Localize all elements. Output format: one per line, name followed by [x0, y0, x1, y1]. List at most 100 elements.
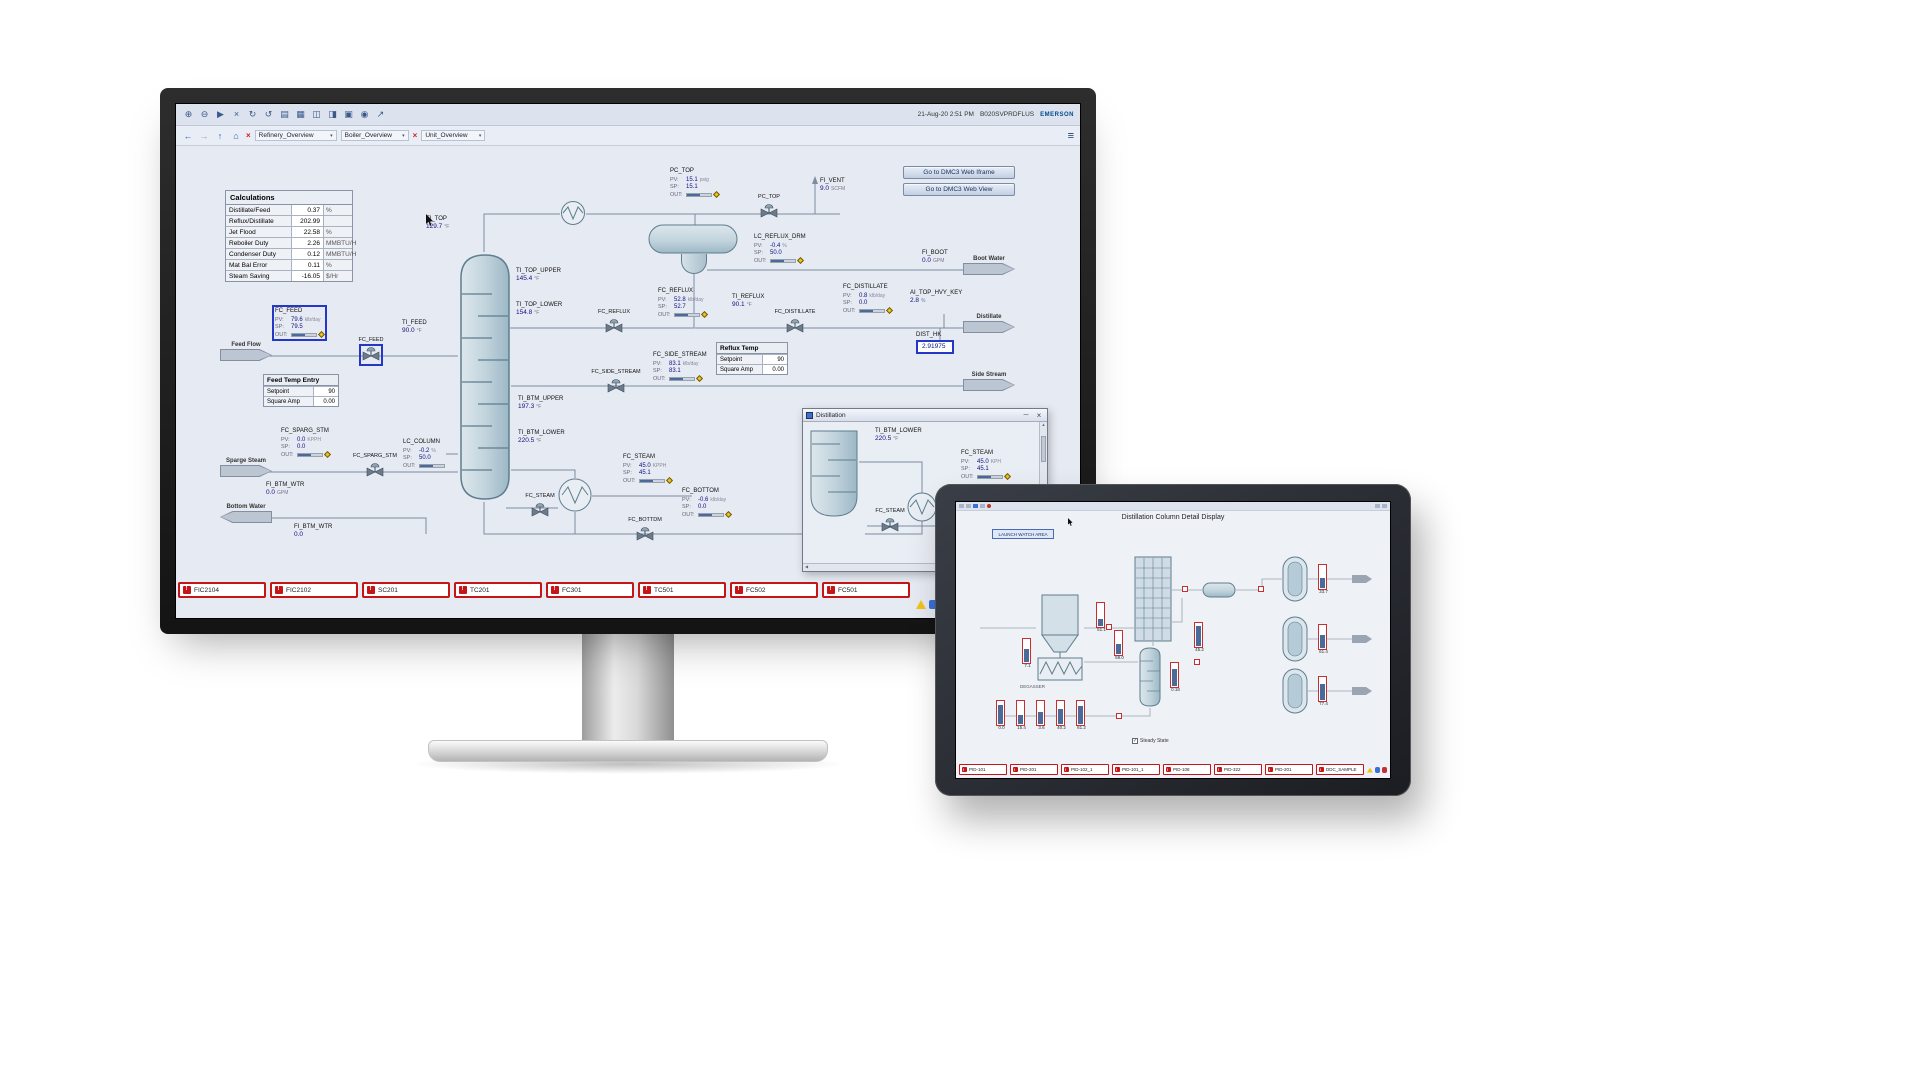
tablet-gauge[interactable]: 0.0: [996, 700, 1005, 730]
back-icon[interactable]: ←: [183, 130, 193, 141]
popup-titlebar[interactable]: Distillation ─ ×: [803, 409, 1047, 422]
close-display-icon[interactable]: ×: [233, 109, 240, 119]
alarm-tile-PID-201[interactable]: PID-201: [1010, 764, 1058, 775]
square-amp-entry-field[interactable]: 0.00: [314, 397, 338, 406]
tablet-gauge[interactable]: 61.4: [1318, 624, 1328, 654]
mini-valve-indicator[interactable]: [1194, 659, 1200, 665]
print-icon[interactable]: ▤: [280, 109, 289, 119]
valve-icon[interactable]: [605, 319, 623, 335]
valve-pc-top[interactable]: [760, 204, 778, 220]
valve-icon[interactable]: [786, 319, 804, 335]
valve-icon[interactable]: [531, 503, 549, 519]
alarm-tile-PID-102_1[interactable]: PID-102_1: [1061, 764, 1109, 775]
warning-triangle-icon[interactable]: [1367, 767, 1373, 773]
tablet-gauge[interactable]: 51.1: [1096, 602, 1106, 632]
valve-fc-reflux[interactable]: [605, 319, 623, 335]
alarm-tile-TC501[interactable]: TC501: [638, 582, 726, 598]
valve-icon[interactable]: [362, 347, 380, 363]
alarm-tile-PID-101_1[interactable]: PID-101_1: [1112, 764, 1160, 775]
scrollbar-thumb[interactable]: [1041, 436, 1046, 462]
alarm-tile-DDC_SAMPLE[interactable]: DDC_SAMPLE: [1316, 764, 1364, 775]
tablet-gauge[interactable]: 0.18: [1170, 662, 1180, 692]
mini-valve-indicator[interactable]: [1116, 713, 1122, 719]
alarm-tile-FC502[interactable]: FC502: [730, 582, 818, 598]
dmc3-web-view-button[interactable]: Go to DMC3 Web View: [903, 183, 1015, 196]
popup-valve-fc-steam[interactable]: [881, 518, 899, 534]
alarm-tile-FIC2104[interactable]: FIC2104: [178, 582, 266, 598]
minimize-button[interactable]: ─: [1023, 411, 1029, 419]
valve-fc-side-stream[interactable]: [607, 379, 625, 395]
tablet-toolbar-icon[interactable]: [1375, 504, 1380, 508]
popup-horizontal-scrollbar[interactable]: ◀: [803, 563, 1039, 571]
tablet-gauge[interactable]: 7.1: [1022, 638, 1031, 668]
home-icon[interactable]: ⌂: [233, 130, 239, 141]
mini-valve-indicator[interactable]: [1182, 586, 1188, 592]
select-icon[interactable]: ▶: [217, 109, 224, 119]
zoom-out-icon[interactable]: ⊖: [200, 109, 209, 119]
pane-icon[interactable]: ◨: [328, 109, 337, 119]
valve-icon[interactable]: [607, 379, 625, 395]
display-dropdown-unit[interactable]: Unit_Overview ▾: [421, 130, 486, 141]
warning-triangle-icon[interactable]: [916, 600, 926, 609]
export-icon[interactable]: ↗: [376, 109, 385, 119]
tablet-toolbar-icon[interactable]: [1382, 504, 1387, 508]
setpoint-entry-field[interactable]: 90: [763, 355, 787, 364]
tablet-gauge[interactable]: 33.7: [1318, 564, 1328, 594]
square-amp-entry-field[interactable]: 0.00: [763, 365, 787, 374]
valve-fc-distillate[interactable]: [786, 319, 804, 335]
alarm-tile-PID-108[interactable]: PID-108: [1163, 764, 1211, 775]
alarm-tile-PID-201[interactable]: PID-201: [1265, 764, 1313, 775]
display-dropdown-boiler[interactable]: Boiler_Overview ▾: [340, 130, 409, 141]
tablet-toolbar-icon[interactable]: [980, 504, 985, 508]
layout-icon[interactable]: ▦: [296, 109, 305, 119]
tablet-toolbar-icon[interactable]: [959, 504, 964, 508]
tablet-gauge[interactable]: 77.4: [1318, 676, 1328, 706]
zoom-in-icon[interactable]: ⊕: [184, 109, 193, 119]
setpoint-entry-field[interactable]: 90: [314, 387, 338, 396]
mini-valve-indicator[interactable]: [1106, 624, 1112, 630]
snapshot-icon[interactable]: ◉: [360, 109, 369, 119]
valve-icon[interactable]: [366, 463, 384, 479]
split-view-icon[interactable]: ◫: [312, 109, 321, 119]
tablet-gauge[interactable]: 59.0: [1114, 630, 1124, 660]
operator-status-icon[interactable]: [1375, 767, 1380, 773]
tablet-gauge[interactable]: 40.2: [1056, 700, 1066, 730]
valve-icon[interactable]: [881, 518, 899, 534]
detail-display-icon[interactable]: ▣: [344, 109, 353, 119]
alarm-tile-PID-322[interactable]: PID-322: [1214, 764, 1262, 775]
alarm-tile-FIC2102[interactable]: FIC2102: [270, 582, 358, 598]
launch-watch-area-button[interactable]: LAUNCH WATCH AREA: [992, 529, 1054, 539]
alarm-tile-PID-101[interactable]: PID-101: [959, 764, 1007, 775]
tablet-gauge[interactable]: 45.2: [1194, 622, 1204, 652]
tablet-toolbar-icon[interactable]: [966, 504, 971, 508]
alarm-tile-FC501[interactable]: FC501: [822, 582, 910, 598]
tablet-toolbar-icon[interactable]: [973, 504, 978, 508]
operator-status-icon[interactable]: [929, 600, 937, 609]
close-button[interactable]: ×: [1036, 410, 1042, 420]
tablet-gauge[interactable]: 3.6: [1036, 700, 1045, 730]
steady-state-checkbox[interactable]: ✓: [1132, 738, 1138, 744]
valve-icon[interactable]: [636, 527, 654, 543]
valve-icon[interactable]: [760, 204, 778, 220]
undo-icon[interactable]: ↺: [264, 109, 273, 119]
